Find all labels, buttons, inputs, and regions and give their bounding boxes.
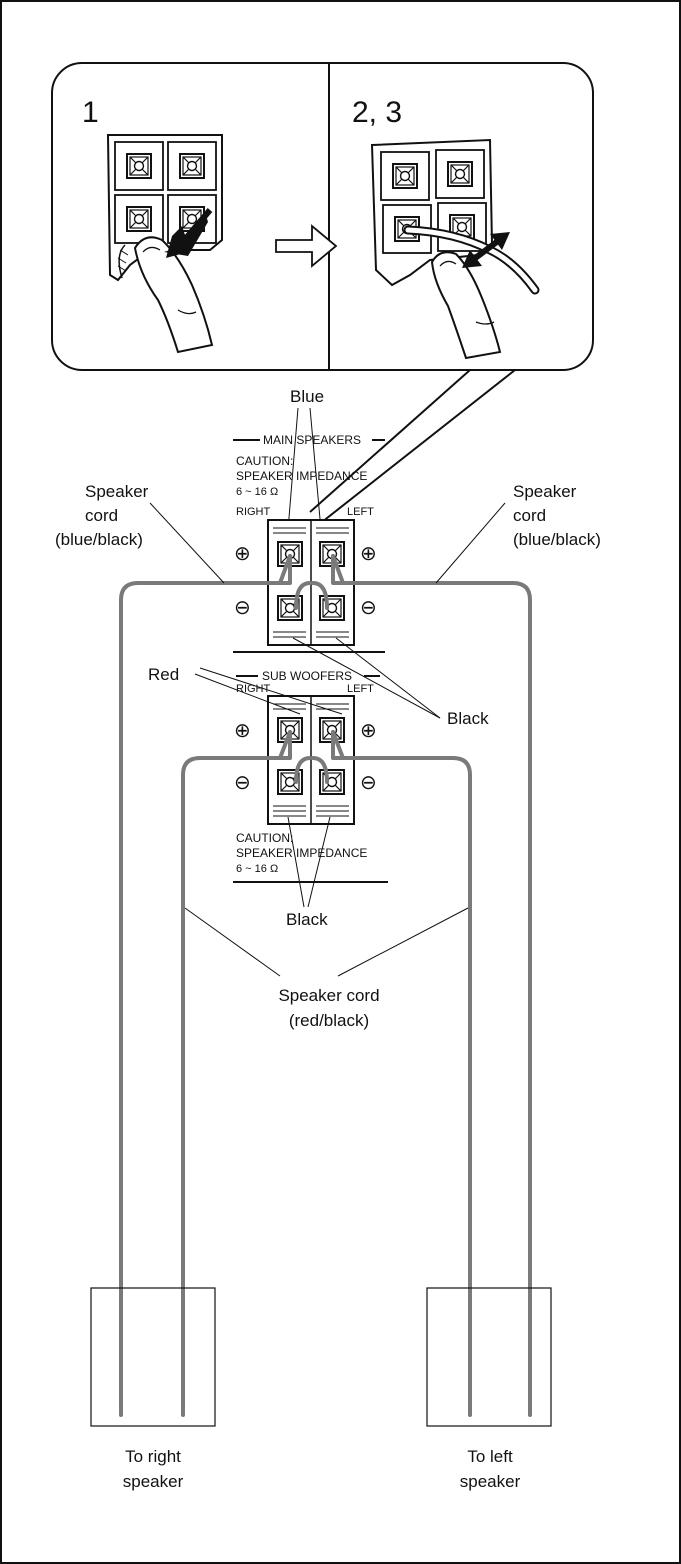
- sub-cord-left-minus-link: [311, 756, 329, 784]
- main-speaker-cord: [119, 554, 532, 1417]
- main-caution: CAUTION:: [236, 454, 293, 468]
- right-speaker-line-2: speaker: [123, 1472, 184, 1491]
- main-right-minus-sign: ⊖: [234, 597, 251, 619]
- transition-arrow: [275, 224, 338, 268]
- main-left-plus-sign: ⊕: [360, 543, 377, 565]
- sub-right-minus-sign: ⊖: [234, 772, 251, 794]
- sub-cord-left-tip: [331, 730, 345, 760]
- step-1-finger: [133, 236, 214, 354]
- zoom-line-right: [321, 369, 516, 523]
- left-speaker-box: [426, 1287, 552, 1427]
- sub-cord-right-minus-link: [294, 756, 312, 784]
- black-sub-label: Black: [286, 910, 328, 929]
- sub-woofers-title: SUB WOOFERS: [262, 669, 352, 683]
- sub-cord-left-wire: [331, 730, 472, 1417]
- cord-right-leader: [435, 502, 506, 584]
- cord-right-line-1: Speaker: [513, 482, 577, 501]
- cord-right-line-3: (blue/black): [513, 530, 601, 549]
- step-1-arrow-head: [166, 236, 188, 258]
- main-cord-left-minus-link: [311, 581, 329, 610]
- sub-left-plus-sign: ⊕: [360, 720, 377, 742]
- zoom-line-left: [309, 369, 471, 513]
- right-speaker-line-1: To right: [125, 1447, 181, 1466]
- cord-left-line-2: cord: [85, 506, 118, 525]
- main-cord-right-plus-tip: [278, 554, 292, 585]
- black-main-leader-left: [335, 637, 441, 719]
- cord-sub-line-1: Speaker cord: [278, 986, 379, 1005]
- sub-cord-right-wire: [181, 730, 292, 1417]
- sub-left-label: LEFT: [347, 683, 374, 695]
- black-main-leader-right: [292, 637, 441, 719]
- left-speaker-line-1: To left: [467, 1447, 513, 1466]
- sub-caution: CAUTION:: [236, 831, 293, 845]
- cord-left-line-3: (blue/black): [55, 530, 143, 549]
- cord-left-line-1: Speaker: [85, 482, 149, 501]
- main-right-plus-sign: ⊕: [234, 543, 251, 565]
- main-cord-right-minus-link: [294, 581, 312, 610]
- red-leader-right: [194, 673, 301, 715]
- right-speaker: To right speaker: [90, 1287, 216, 1491]
- black-sub-leader-left: [307, 816, 331, 908]
- left-speaker: To left speaker: [426, 1287, 552, 1491]
- left-speaker-line-2: speaker: [460, 1472, 521, 1491]
- main-cord-left-plus-wire: [331, 554, 532, 1417]
- step-2-3-finger: [430, 251, 502, 360]
- main-impedance: SPEAKER IMPEDANCE: [236, 469, 367, 483]
- main-left-minus-terminal: [319, 595, 345, 621]
- sub-left-minus-terminal: [319, 769, 345, 795]
- main-cord-right-plus-wire: [119, 554, 292, 1417]
- blue-leader-right: [287, 407, 299, 531]
- sub-right-label: RIGHT: [236, 683, 271, 695]
- blue-label: Blue: [290, 387, 324, 406]
- sub-woofer-cord: [181, 730, 472, 1417]
- sub-left-minus-sign: ⊖: [360, 772, 377, 794]
- steps-illustration: 1 2, 3: [51, 62, 594, 371]
- step-2-3-terminal-block: [370, 138, 494, 287]
- cord-sub-leader-right: [337, 907, 469, 977]
- blue-leader-left: [309, 407, 322, 531]
- main-left-label: LEFT: [347, 506, 374, 518]
- sub-right-plus-sign: ⊕: [234, 720, 251, 742]
- main-right-label: RIGHT: [236, 506, 271, 518]
- sub-cord-right-tip: [278, 730, 292, 760]
- main-speakers-title: MAIN SPEAKERS: [263, 433, 361, 447]
- cord-sub-line-2: (red/black): [289, 1011, 369, 1030]
- black-main-label: Black: [447, 709, 489, 728]
- red-leader-left: [199, 667, 343, 715]
- step-1-label: 1: [82, 96, 99, 129]
- step-1-arrow-shaft: [173, 208, 213, 252]
- red-label: Red: [148, 665, 179, 684]
- step-2-3-label: 2, 3: [352, 96, 402, 129]
- cord-sub-leader-left: [184, 907, 281, 977]
- callouts: Speaker cord (blue/black) Speaker cord (…: [55, 482, 601, 1030]
- cord-left-leader: [149, 502, 225, 584]
- main-speakers-panel: Blue MAIN SPEAKERS CAUTION: SPEAKER IMPE…: [233, 387, 385, 653]
- sub-range: 6 ~ 16 Ω: [236, 863, 278, 875]
- main-cord-left-plus-tip: [331, 554, 345, 585]
- sub-impedance: SPEAKER IMPEDANCE: [236, 846, 367, 860]
- right-speaker-box: [90, 1287, 216, 1427]
- sub-woofers-panel: SUB WOOFERS RIGHT LEFT ⊕ ⊕ ⊖ ⊖ CAUTION: …: [233, 669, 388, 883]
- black-sub-leader-right: [287, 816, 305, 908]
- main-range: 6 ~ 16 Ω: [236, 486, 278, 498]
- cord-right-line-2: cord: [513, 506, 546, 525]
- main-left-minus-sign: ⊖: [360, 597, 377, 619]
- step-2-3-arrow-head: [490, 232, 510, 250]
